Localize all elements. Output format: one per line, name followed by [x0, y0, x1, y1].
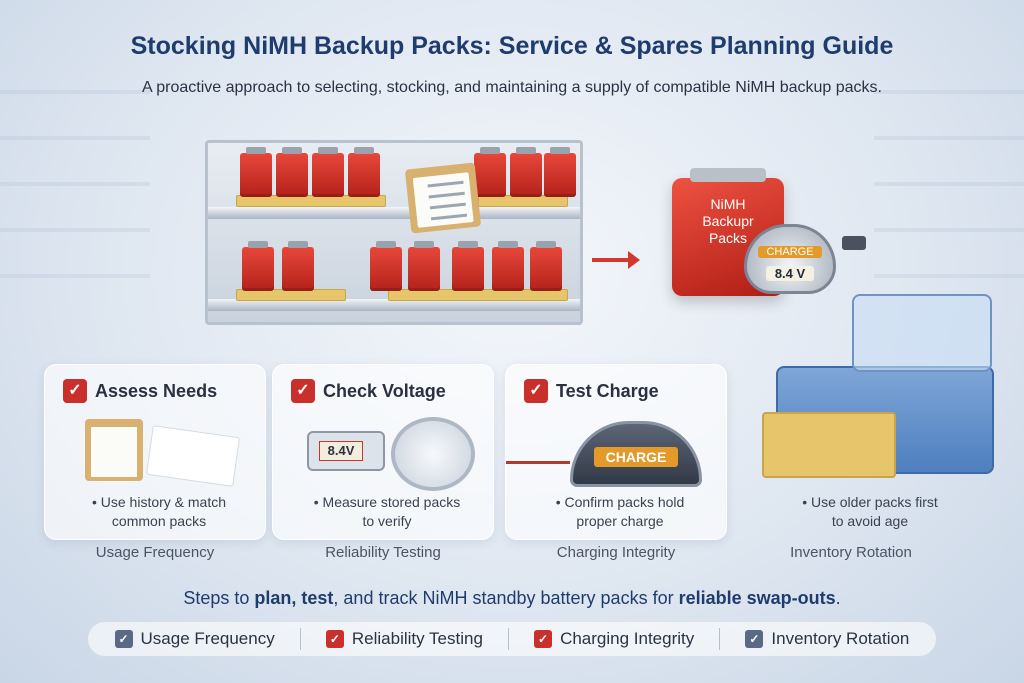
pack-label-line: Packs — [708, 230, 748, 246]
check-icon: ✓ — [325, 630, 344, 648]
legend-label: Reliability Testing — [351, 629, 483, 648]
battery-pack — [492, 241, 524, 291]
battery-pack — [242, 241, 274, 291]
plug-icon — [842, 236, 866, 250]
card-test-charge: ✓ Test Charge CHARGE • Confirm packs hol… — [505, 364, 727, 540]
voltmeter-reading: 8.4V — [319, 441, 363, 461]
clipboard-icon — [404, 162, 482, 234]
legend-item: ✓ Inventory Rotation — [745, 629, 909, 649]
card-title: Check Voltage — [323, 380, 446, 401]
legend-item: ✓ Usage Frequency — [114, 629, 275, 649]
card-bullet: • Measure stored packs to verify — [289, 493, 485, 531]
check-icon: ✓ — [114, 630, 133, 648]
battery-pack — [282, 241, 314, 291]
summary-bold: plan, test — [254, 588, 334, 608]
legend-item: ✓ Reliability Testing — [325, 629, 483, 649]
battery-pack — [474, 147, 506, 197]
bullet-line: • Use history & match — [91, 494, 227, 510]
card-title: Test Charge — [556, 380, 659, 401]
divider — [299, 628, 301, 650]
card-bullet: • Confirm packs hold proper charge — [522, 493, 718, 531]
battery-pack — [530, 241, 562, 291]
divider — [719, 628, 721, 650]
battery-pack — [544, 147, 576, 197]
legend-item: ✓ Charging Integrity — [534, 629, 694, 649]
gauge-charge-label: CHARGE — [758, 246, 822, 258]
bullet-line: proper charge — [576, 513, 664, 529]
nimh-pack-label: NiMH Backupr Packs — [688, 196, 768, 247]
card-check-voltage: ✓ Check Voltage 8.4V • Measure stored pa… — [272, 364, 494, 540]
background-shelf-left — [0, 90, 150, 320]
bullet-line: • Confirm packs hold — [555, 494, 685, 510]
card-title: Assess Needs — [95, 380, 218, 401]
check-icon: ✓ — [524, 379, 548, 403]
card-caption: Charging Integrity — [556, 544, 676, 561]
battery-pack — [312, 147, 344, 197]
check-icon: ✓ — [534, 630, 553, 648]
storage-bin-lid — [852, 294, 992, 372]
battery-shelf-illustration — [205, 140, 583, 325]
check-icon: ✓ — [745, 630, 764, 648]
card-bullet: • Use older packs first to avoid age — [772, 493, 968, 531]
bullet-line: common packs — [111, 513, 207, 529]
magnifier-icon — [391, 417, 475, 491]
summary-text: , and track — [333, 588, 423, 608]
arrow-right-icon — [592, 251, 640, 269]
pack-label-line: NiMH — [710, 196, 746, 212]
battery-pack — [510, 147, 542, 197]
pack-tray — [236, 195, 386, 207]
battery-pack — [348, 147, 380, 197]
card-bullet: • Use history & match common packs — [61, 493, 257, 531]
legend-label: Charging Integrity — [560, 629, 695, 648]
battery-pack — [370, 241, 402, 291]
battery-pack — [276, 147, 308, 197]
page-title: Stocking NiMH Backup Packs: Service & Sp… — [130, 32, 894, 60]
summary-text: Steps to — [183, 588, 255, 608]
gauge-charge-label: CHARGE — [594, 447, 678, 467]
bullet-line: • Measure stored packs — [313, 494, 461, 510]
background-shelf-right — [874, 90, 1024, 320]
card-caption: Usage Frequency — [95, 544, 215, 561]
card-caption: Inventory Rotation — [790, 544, 912, 561]
summary-text: NiMH — [422, 588, 468, 608]
summary-text: standby battery packs for — [467, 588, 679, 608]
card-caption: Reliability Testing — [325, 544, 441, 561]
bullet-line: • Use older packs first — [802, 494, 938, 510]
pack-tray — [762, 412, 896, 478]
legend-bar: ✓ Usage Frequency ✓ Reliability Testing … — [88, 622, 936, 656]
battery-pack — [408, 241, 440, 291]
gauge-voltage-readout: 8.4 V — [766, 266, 814, 281]
summary-text: . — [835, 588, 841, 608]
page-subtitle: A proactive approach to selecting, stock… — [142, 79, 882, 96]
check-icon: ✓ — [291, 379, 315, 403]
summary-bold: reliable swap-outs — [678, 588, 836, 608]
clipboard-icon — [85, 419, 143, 481]
bullet-line: to verify — [362, 513, 412, 529]
shelf-board — [208, 299, 580, 311]
battery-pack — [240, 147, 272, 197]
bullet-line: to avoid age — [831, 513, 909, 529]
legend-label: Usage Frequency — [140, 629, 275, 648]
summary-line: Steps to plan, test, and track NiMH stan… — [0, 588, 1024, 609]
legend-label: Inventory Rotation — [771, 629, 910, 648]
pack-label-line: Backupr — [702, 213, 754, 229]
charge-gauge-icon — [744, 224, 836, 294]
document-icon — [145, 425, 241, 487]
divider — [507, 628, 509, 650]
battery-pack — [452, 241, 484, 291]
check-icon: ✓ — [63, 379, 87, 403]
cable-icon — [506, 461, 570, 464]
shelf-board — [208, 207, 580, 219]
card-assess-needs: ✓ Assess Needs • Use history & match com… — [44, 364, 266, 540]
